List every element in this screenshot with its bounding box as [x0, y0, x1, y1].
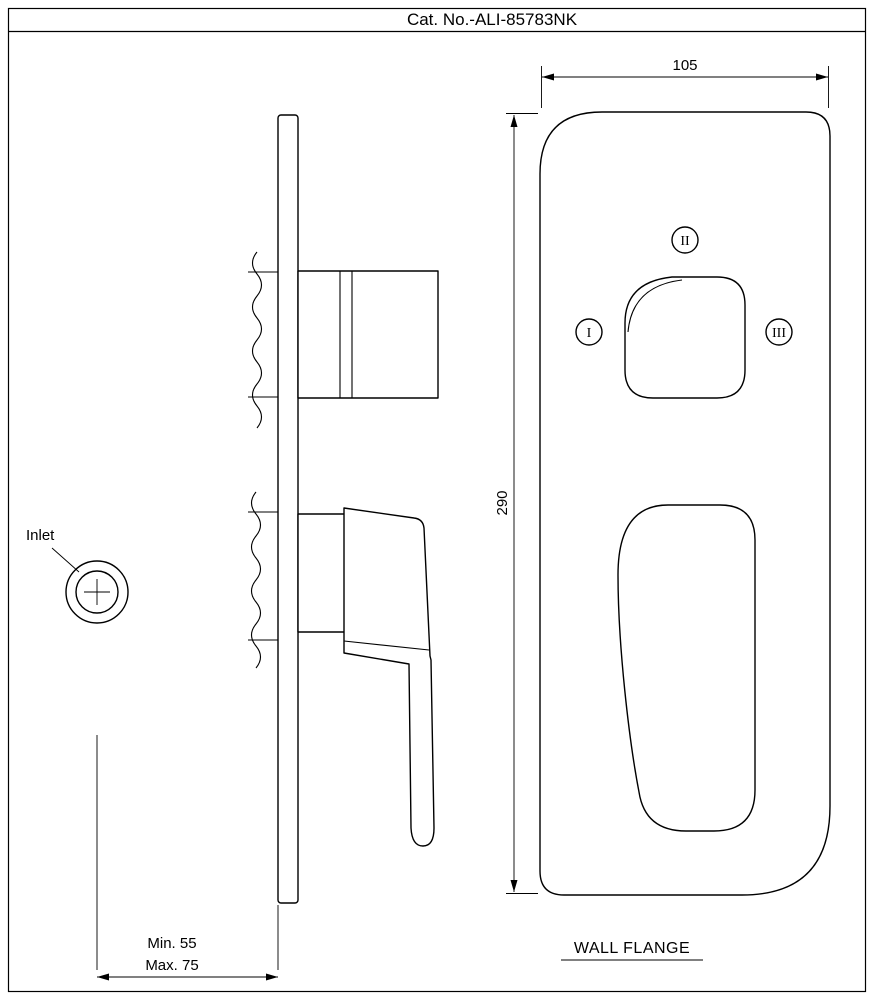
drawing-border — [7, 7, 867, 993]
inlet: Inlet — [26, 527, 129, 624]
wall-plate-side — [277, 114, 299, 904]
inlet-leader-line — [51, 547, 80, 573]
marker-label-1: I — [587, 326, 592, 341]
side-view: Inlet Min. 55 Max. 75 — [26, 114, 439, 981]
depth-max-label: Max. 75 — [145, 957, 198, 974]
inlet-inner-circle — [75, 570, 119, 614]
marker-label-2: II — [680, 234, 690, 249]
marker-circle-3 — [765, 318, 793, 346]
inlet-outer-circle — [65, 560, 129, 624]
marker-circle-1 — [575, 318, 603, 346]
depth-dimension: Min. 55 Max. 75 — [96, 735, 279, 981]
in-wall-body-top — [248, 251, 278, 429]
width-dim-label: 105 — [672, 57, 697, 74]
diverter-control-side — [297, 270, 439, 399]
height-dim-label: 290 — [494, 490, 511, 515]
caption-group: WALL FLANGE — [561, 940, 703, 961]
marker-label-3: III — [772, 326, 786, 341]
break-line-top — [251, 251, 263, 429]
diverter-knob-cutout — [624, 276, 746, 399]
wall-flange-outline — [539, 111, 831, 896]
position-markers: I II III — [575, 226, 793, 346]
lever-handle — [343, 507, 435, 847]
in-wall-body-bottom — [248, 491, 278, 669]
marker-circle-2 — [671, 226, 699, 254]
front-view: I II III 105 290 WALL FLANG — [494, 57, 831, 961]
inlet-label: Inlet — [26, 527, 55, 544]
mixer-handle-side — [297, 507, 435, 847]
depth-min-label: Min. 55 — [147, 935, 196, 952]
height-dimension: 290 — [494, 113, 538, 894]
break-line-bottom — [250, 491, 262, 669]
width-dimension: 105 — [541, 57, 829, 108]
catalog-number: Cat. No.-ALI-85783NK — [407, 10, 578, 29]
view-caption: WALL FLANGE — [574, 940, 690, 957]
lever-slot-cutout — [617, 504, 756, 832]
